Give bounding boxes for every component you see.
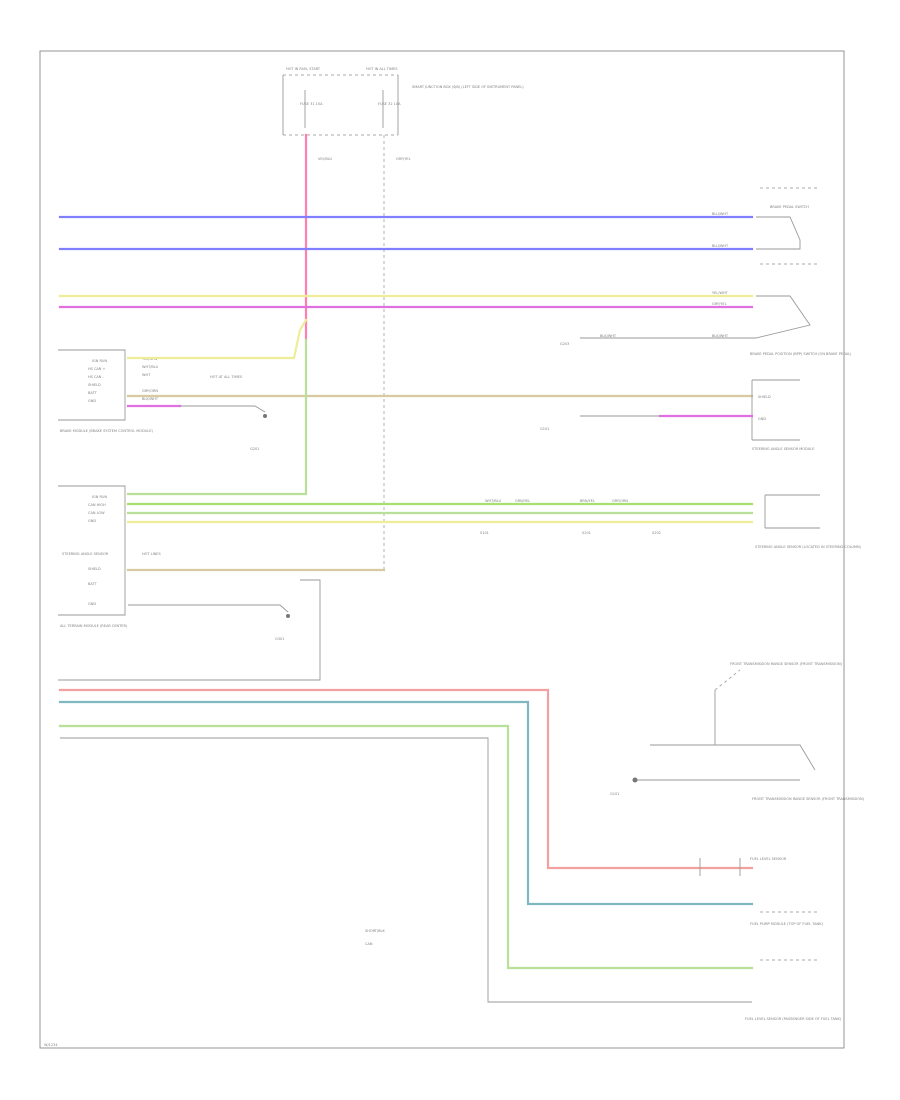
ctrl-b-pin-2: CAN LOW: [88, 511, 105, 515]
right-module-mid: STEERING ANGLE SENSOR (LOCATED IN STEERI…: [755, 494, 862, 549]
ctrl-a-pin-2: HS CAN -: [88, 375, 105, 379]
ctrl-b-pin-0: IGN RUN: [92, 495, 107, 499]
controller-b: IGN RUN CAN HIGH CAN LOW GND STEERING AN…: [58, 485, 284, 641]
svg-text:FUEL PUMP MODULE (TOP OF FUEL: FUEL PUMP MODULE (TOP OF FUEL TANK): [750, 922, 823, 926]
right-module-lower: FRONT TRANSMISSION RANGE SENSOR (FRONT T…: [610, 662, 865, 801]
hot-at-all-times-label: HOT IN ALL TIMES: [366, 67, 398, 71]
ctrl-a-pin-4: BATT: [88, 391, 98, 395]
fuse-b-label: FUSE 32 10A: [378, 102, 401, 106]
svg-text:BRN/YEL: BRN/YEL: [580, 499, 595, 503]
svg-text:FUEL LEVEL SENSOR: FUEL LEVEL SENSOR: [750, 857, 787, 861]
svg-text:G203: G203: [560, 342, 569, 346]
ctrl-a-note: HOT AT ALL TIMES: [210, 375, 243, 379]
svg-text:STEERING ANGLE SENSOR MODULE: STEERING ANGLE SENSOR MODULE: [752, 447, 814, 451]
diagram-border: [39, 50, 845, 1049]
ctrl-a-wire-1: WHT/BLU: [142, 365, 159, 369]
wire-red: [58, 688, 754, 870]
ctrl-b-pin-6: BATT: [88, 582, 98, 586]
wire-grey-bottom: [60, 737, 752, 1003]
ctrl-b-pin-5: SHIELD: [88, 567, 101, 571]
ctrl-a-pin-1: HS CAN +: [88, 367, 106, 371]
ctrl-b-pin-1: CAN HIGH: [88, 503, 106, 507]
ctrl-a-pin-0: IGN RUN: [92, 359, 107, 363]
ctrl-b-pin-7: GND: [88, 602, 96, 606]
power-label-1: VIO/BLU: [318, 157, 333, 161]
ctrl-a-ground: G201: [250, 447, 259, 451]
wire-yellow-ctrl-a: [126, 318, 308, 360]
wire-lime-ctrl-b-0: [126, 338, 308, 496]
svg-text:BLK/WHT: BLK/WHT: [600, 334, 617, 338]
svg-text:STEERING ANGLE SENSOR (LOCATED: STEERING ANGLE SENSOR (LOCATED IN STEERI…: [755, 545, 862, 549]
ctrl-b-pin-3: GND: [88, 519, 96, 523]
fuse-a-label: FUSE 31 10A: [300, 102, 323, 106]
svg-text:BLK/WHT: BLK/WHT: [712, 334, 729, 338]
right-wire-label-1: BLU/WHT: [712, 212, 729, 216]
fuse-block: HOT IN RUN, START HOT IN ALL TIMES FUSE …: [282, 67, 524, 161]
svg-text:GRN/YEL: GRN/YEL: [515, 499, 530, 503]
svg-text:FUEL LEVEL SENSOR (PASSENGER S: FUEL LEVEL SENSOR (PASSENGER SIDE OF FUE…: [745, 1017, 842, 1021]
ctrl-b-name: ALL TERRAIN MODULE (REAR CENTER): [60, 624, 128, 628]
ctrl-a-wire-4: BLK/WHT: [142, 397, 159, 401]
svg-text:FRONT TRANSMISSION RANGE SENSO: FRONT TRANSMISSION RANGE SENSOR (FRONT T…: [730, 662, 843, 666]
hot-in-run-label: HOT IN RUN, START: [286, 67, 321, 71]
ctrl-a-wire-3: GRY/ORN: [142, 389, 158, 393]
svg-text:WHT/BLU: WHT/BLU: [485, 499, 502, 503]
svg-text:S202: S202: [652, 531, 661, 535]
ctrl-a-pin-3: SHIELD: [88, 383, 101, 387]
legend: SHORT/BLK CAN: [365, 929, 385, 946]
svg-text:S101: S101: [480, 531, 489, 535]
fuse-box-label: SMART JUNCTION BOX (SJB) (LEFT SIDE OF I…: [412, 85, 524, 89]
ctrl-a-pin-5: GND: [88, 399, 96, 403]
fuel-sensors: FUEL LEVEL SENSOR FUEL PUMP MODULE (TOP …: [699, 857, 842, 1021]
wire-lime-bottom: [58, 724, 754, 970]
wire-teal: [58, 700, 754, 906]
power-label-2: GRY/YEL: [396, 157, 411, 161]
svg-text:S201: S201: [582, 531, 591, 535]
right-wire-label-3: YEL/WHT: [712, 291, 729, 295]
right-wire-label-4: GRY/YEL: [712, 302, 727, 306]
footer-code: W/1234: [44, 1043, 58, 1047]
svg-text:BRAKE PEDAL SWITCH: BRAKE PEDAL SWITCH: [770, 205, 809, 209]
svg-text:G101: G101: [540, 427, 549, 431]
svg-text:CAN: CAN: [365, 942, 373, 946]
svg-text:SHIELD: SHIELD: [758, 395, 771, 399]
right-wire-label-2: BLU/WHT: [712, 244, 729, 248]
ctrl-a-wire-2: WHT: [142, 373, 151, 377]
svg-text:G101: G101: [610, 792, 619, 796]
right-module-upper: SHIELD GND STEERING ANGLE SENSOR MODULE: [751, 379, 814, 451]
ctrl-a-name: BRAKE MODULE (BRAKE SYSTEM CONTROL MODUL…: [60, 429, 154, 433]
controller-a: IGN RUN HS CAN + HS CAN - SHIELD BATT GN…: [58, 349, 259, 451]
brake-pedal-switch: BRAKE PEDAL SWITCH BRAKE PEDAL POSITION …: [560, 187, 852, 356]
ctrl-b-pin-4: STEERING ANGLE SENSOR: [62, 552, 109, 556]
svg-text:GRY/ORN: GRY/ORN: [612, 499, 628, 503]
svg-text:SHORT/BLK: SHORT/BLK: [365, 929, 385, 933]
svg-text:GND: GND: [758, 417, 766, 421]
ctrl-b-ground: G301: [275, 637, 284, 641]
svg-text:FRONT TRANSMISSION RANGE SENSO: FRONT TRANSMISSION RANGE SENSOR (FRONT T…: [752, 797, 865, 801]
svg-text:BRAKE PEDAL POSITION (BPP) SWI: BRAKE PEDAL POSITION (BPP) SWITCH (ON BR…: [750, 352, 852, 356]
ctrl-b-note: HOT LINES: [142, 552, 161, 556]
